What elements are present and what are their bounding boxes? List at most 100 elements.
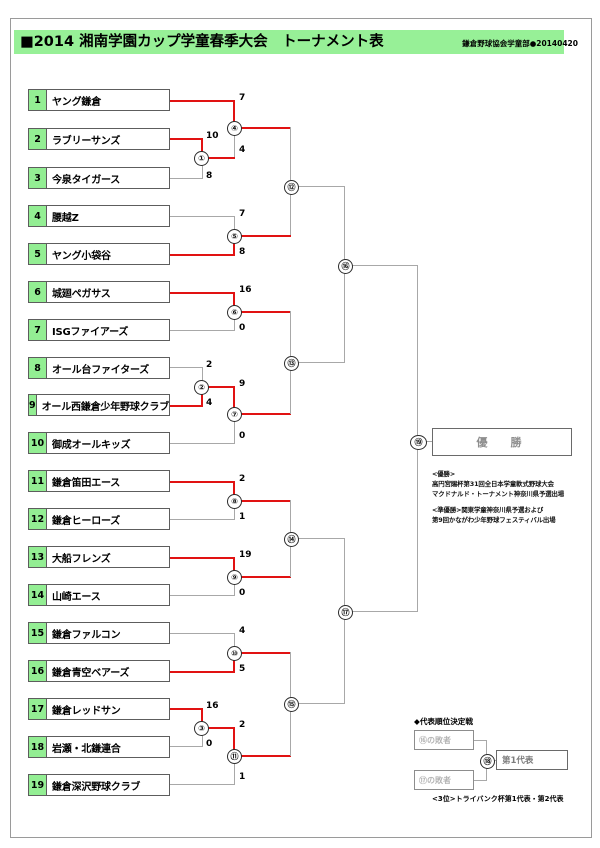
line-g11-bottom (170, 784, 235, 785)
line-g5-out (233, 235, 291, 237)
line-g18-top (474, 740, 486, 741)
line-g10-vert-win (233, 652, 235, 672)
team-seed-number: 2 (29, 129, 47, 149)
game-node-4[interactable]: ④ (227, 121, 242, 136)
line-g2-bottom (170, 405, 203, 407)
team-name: 鎌倉ファルコン (52, 629, 121, 641)
score-g6-bottom: 0 (239, 323, 246, 333)
team-name: 鎌倉笛田エース (52, 477, 121, 489)
line-g11-vert-win (233, 727, 235, 756)
game-node-17[interactable]: ⑰ (338, 605, 353, 620)
line-g16-vert-top (344, 186, 345, 266)
line-g11-vert (234, 755, 235, 784)
line-g14-vert-top (290, 500, 291, 539)
line-g9-vert (234, 576, 235, 595)
game-node-16[interactable]: ⑯ (338, 259, 353, 274)
game-node-8[interactable]: ⑧ (227, 494, 242, 509)
team-seed-number: 8 (29, 358, 47, 378)
line-g8-bottom (170, 519, 235, 520)
score-g4-top: 7 (239, 93, 246, 103)
score-g9-bottom: 0 (239, 588, 246, 598)
game-node-18[interactable]: ⑱ (480, 754, 495, 769)
team-name: オール西鎌倉少年野球クラブ (41, 401, 170, 413)
score-g7-bottom: 0 (239, 431, 246, 441)
game-node-3[interactable]: ③ (194, 721, 209, 736)
team-row-8[interactable]: 8 オール台ファイターズ (28, 357, 170, 379)
team-seed-number: 17 (29, 699, 47, 719)
line-g13-vert-top (290, 311, 291, 363)
line-g8-vert (234, 500, 235, 519)
playoff-result-box[interactable]: 第1代表 (496, 750, 568, 770)
team-seed-number: 15 (29, 623, 47, 643)
game-node-1[interactable]: ① (194, 151, 209, 166)
score-g7-top: 9 (239, 379, 246, 389)
team-name: 鎌倉レッドサン (52, 705, 121, 717)
team-seed-number: 1 (29, 90, 47, 110)
team-name: 山崎エース (52, 591, 101, 603)
line-g16-out (344, 265, 418, 266)
team-name: 鎌倉ヒーローズ (52, 515, 121, 527)
score-g11-top: 2 (239, 720, 246, 730)
team-row-10[interactable]: 10 御成オールキッズ (28, 432, 170, 454)
game-node-15[interactable]: ⑮ (284, 697, 299, 712)
team-seed-number: 4 (29, 206, 47, 226)
team-seed-number: 7 (29, 320, 47, 340)
team-row-5[interactable]: 5 ヤング小袋谷 (28, 243, 170, 265)
team-row-15[interactable]: 15 鎌倉ファルコン (28, 622, 170, 644)
team-name: ヤング鎌倉 (52, 96, 101, 108)
champion-box[interactable]: 優 勝 (432, 428, 572, 456)
line-g4-vert-win (233, 100, 235, 129)
score-g4-bottom: 4 (239, 145, 246, 155)
team-row-18[interactable]: 18 岩瀬・北鎌連合 (28, 736, 170, 758)
playoff-slot-top[interactable]: ⑯の敗者 (414, 730, 474, 750)
team-seed-number: 13 (29, 547, 47, 567)
score-g5-top: 7 (239, 209, 246, 219)
team-name: 岩瀬・北鎌連合 (52, 743, 121, 755)
line-g6-top (170, 292, 235, 294)
team-seed-number: 5 (29, 244, 47, 264)
runnerup-note: <準優勝>関東学童神奈川県予選および 第9回かながわ少年野球フェスティバル出場 (432, 506, 556, 524)
game-node-7[interactable]: ⑦ (227, 407, 242, 422)
team-row-6[interactable]: 6 城廻ペガサス (28, 281, 170, 303)
team-row-1[interactable]: 1 ヤング鎌倉 (28, 89, 170, 111)
header-banner (14, 30, 564, 54)
game-node-19[interactable]: ⑲ (410, 435, 427, 450)
team-row-11[interactable]: 11 鎌倉笛田エース (28, 470, 170, 492)
game-node-5[interactable]: ⑤ (227, 229, 242, 244)
game-node-12[interactable]: ⑫ (284, 180, 299, 195)
line-g1-top (170, 138, 203, 140)
team-row-2[interactable]: 2 ラブリーサンズ (28, 128, 170, 150)
line-g1-vert (202, 158, 203, 178)
team-row-16[interactable]: 16 鎌倉青空ベアーズ (28, 660, 170, 682)
line-g11-out (233, 755, 291, 757)
game-node-13[interactable]: ⑬ (284, 356, 299, 371)
page-title: ■2014 湘南学園カップ学童春季大会 トーナメント表 (20, 34, 384, 50)
line-g6-bottom (170, 330, 235, 331)
line-g2-vert-win (201, 386, 203, 406)
team-row-3[interactable]: 3 今泉タイガース (28, 167, 170, 189)
team-row-4[interactable]: 4 腰越Z (28, 205, 170, 227)
game-node-14[interactable]: ⑭ (284, 532, 299, 547)
team-row-17[interactable]: 17 鎌倉レッドサン (28, 698, 170, 720)
game-node-9[interactable]: ⑨ (227, 570, 242, 585)
team-row-13[interactable]: 13 大船フレンズ (28, 546, 170, 568)
team-row-9[interactable]: 9 オール西鎌倉少年野球クラブ (28, 394, 170, 416)
champion-note: <優勝> 高円宮賜杯第31回全日本学童軟式野球大会 マクドナルド・トーナメント神… (432, 470, 565, 498)
game-node-11[interactable]: ⑪ (227, 749, 242, 764)
line-g6-vert-win (233, 292, 235, 312)
game-node-6[interactable]: ⑥ (227, 305, 242, 320)
game-node-2[interactable]: ② (194, 380, 209, 395)
game-node-10[interactable]: ⑩ (227, 646, 242, 661)
team-name: 大船フレンズ (52, 553, 111, 565)
team-row-12[interactable]: 12 鎌倉ヒーローズ (28, 508, 170, 530)
score-g10-top: 4 (239, 626, 246, 636)
line-g8-out (233, 500, 291, 502)
score-g8-top: 2 (239, 474, 246, 484)
team-row-7[interactable]: 7 ISGファイアーズ (28, 319, 170, 341)
line-g6-out (233, 311, 291, 313)
team-row-14[interactable]: 14 山崎エース (28, 584, 170, 606)
team-name: 鎌倉深沢野球クラブ (52, 781, 141, 793)
team-row-19[interactable]: 19 鎌倉深沢野球クラブ (28, 774, 170, 796)
playoff-slot-bottom[interactable]: ⑰の敗者 (414, 770, 474, 790)
